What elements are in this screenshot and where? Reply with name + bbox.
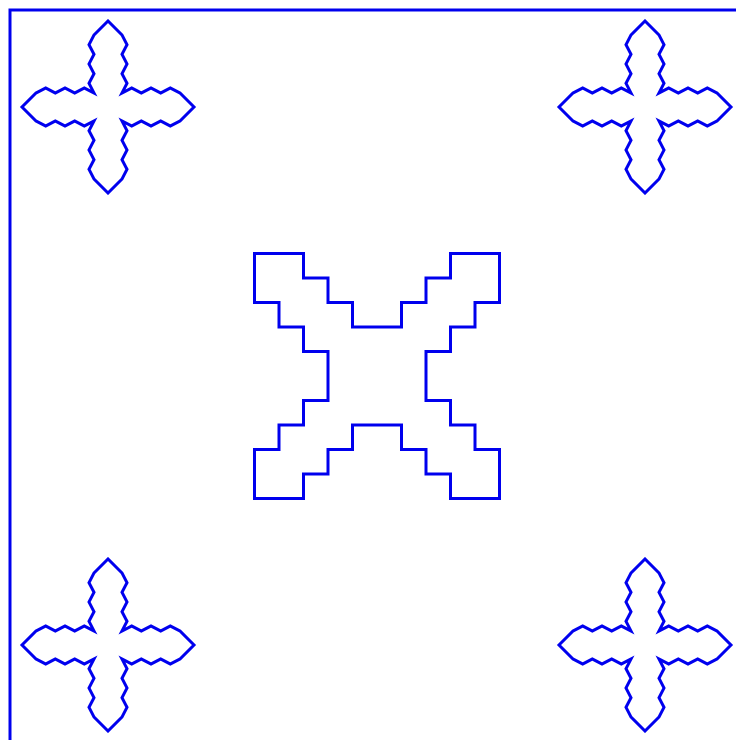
drawing-canvas (0, 0, 736, 740)
